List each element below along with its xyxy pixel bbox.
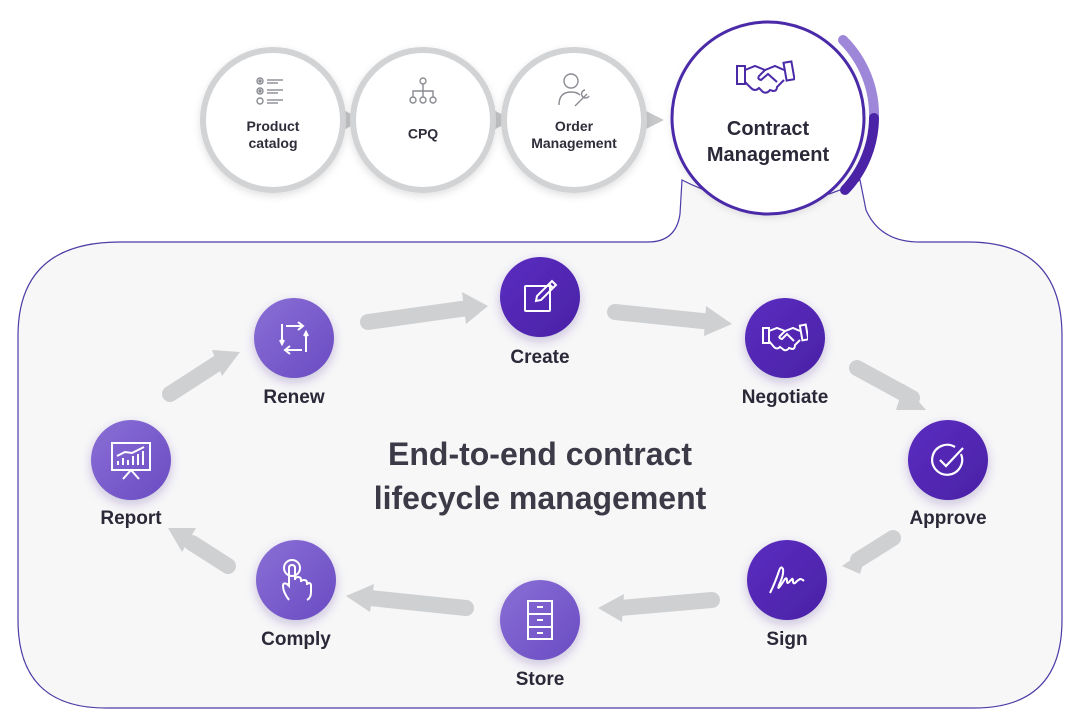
renew-arrows-icon <box>279 321 309 355</box>
flow-arrows <box>162 300 920 616</box>
top-circles <box>200 20 880 216</box>
network-tree-icon <box>409 77 437 104</box>
presentation-chart-icon <box>111 442 151 480</box>
signature-icon <box>769 566 805 594</box>
handshake-icon <box>736 60 795 94</box>
renew-label: Renew <box>263 387 325 408</box>
negotiate-label: Negotiate <box>741 387 829 408</box>
edit-icon <box>524 279 558 312</box>
comply-label: Comply <box>261 629 331 650</box>
store-label: Store <box>515 669 565 690</box>
file-cabinet-icon <box>527 600 553 640</box>
cpq-label: CPQ <box>407 125 439 142</box>
lifecycle-title: End-to-end contract lifecycle management <box>373 436 707 516</box>
create-label: Create <box>510 347 570 368</box>
approve-label: Approve <box>909 508 987 529</box>
check-circle-icon <box>931 443 964 476</box>
list-icon <box>256 77 283 105</box>
report-label: Report <box>100 508 162 529</box>
handshake-icon <box>762 323 808 352</box>
sign-label: Sign <box>766 629 808 650</box>
user-wrench-icon <box>558 73 590 107</box>
flow-arrow-heads <box>168 292 926 622</box>
pointer-hand-icon <box>281 559 312 601</box>
